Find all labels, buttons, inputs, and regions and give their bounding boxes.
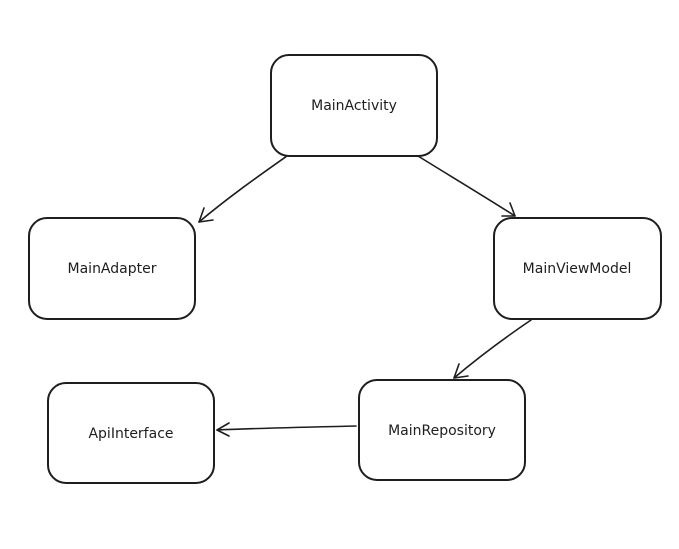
arrowhead-icon — [216, 422, 230, 437]
node-main-view-model[interactable]: MainViewModel — [493, 217, 662, 320]
arrowhead-icon — [453, 363, 469, 379]
edge-main-repository-to-api-interface — [216, 422, 357, 437]
node-main-activity-label: MainActivity — [311, 98, 397, 114]
node-main-adapter[interactable]: MainAdapter — [28, 217, 196, 320]
node-main-adapter-label: MainAdapter — [68, 261, 157, 277]
node-api-interface[interactable]: ApiInterface — [47, 382, 215, 484]
arrowhead-icon — [198, 207, 214, 223]
node-main-view-model-label: MainViewModel — [523, 261, 632, 277]
node-main-repository-label: MainRepository — [388, 423, 496, 439]
node-api-interface-label: ApiInterface — [88, 426, 173, 442]
edge-main-activity-to-main-adapter — [198, 155, 288, 223]
edge-main-activity-to-main-view-model — [417, 155, 516, 217]
node-main-activity[interactable]: MainActivity — [270, 54, 438, 157]
arrowhead-icon — [501, 202, 516, 217]
edge-main-view-model-to-main-repository — [453, 319, 532, 379]
edges — [198, 155, 532, 437]
node-main-repository[interactable]: MainRepository — [358, 379, 526, 481]
